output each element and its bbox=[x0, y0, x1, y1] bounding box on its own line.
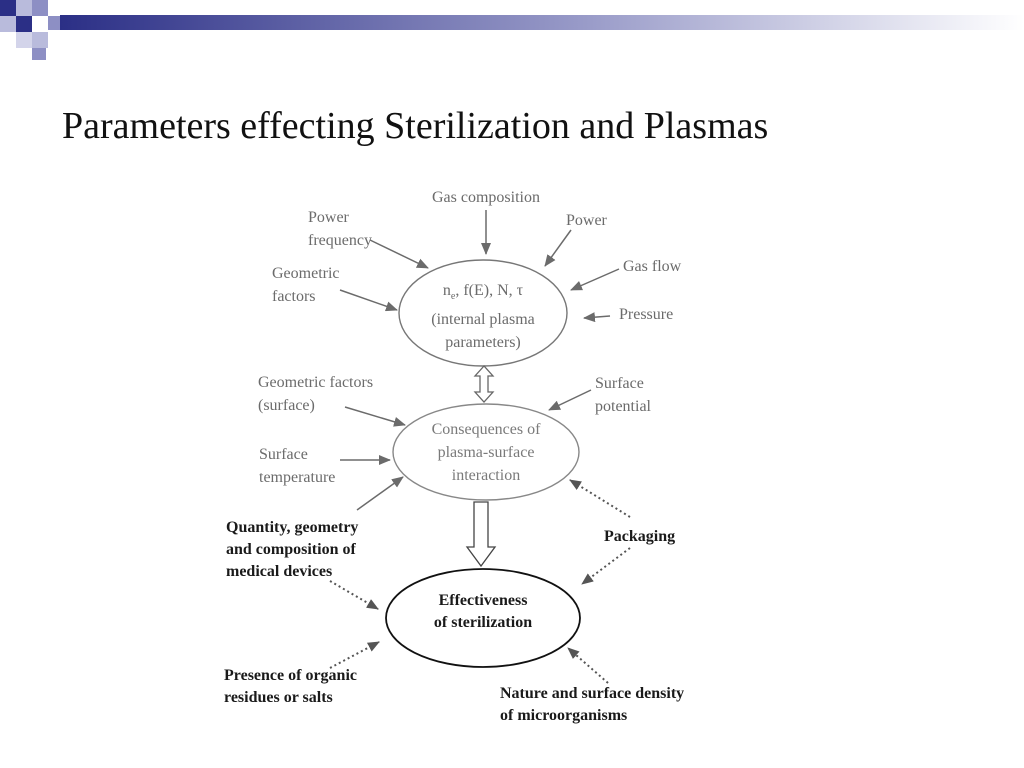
internal-plasma-label: ne, f(E), N, τ (internal plasma paramete… bbox=[431, 282, 535, 352]
gas-flow-label: Gas flow bbox=[623, 258, 682, 275]
surface-potential-label: Surface potential bbox=[595, 375, 651, 415]
sterilization-label: Effectiveness of sterilization bbox=[433, 592, 533, 631]
double-arrow-icon bbox=[473, 365, 495, 403]
pressure-label: Pressure bbox=[619, 306, 674, 323]
geometric-factors-label: Geometric factors bbox=[272, 265, 340, 305]
geometric-surface-label: Geometric factors (surface) bbox=[258, 374, 374, 414]
plasma-surface-label: Consequences of plasma-surface interacti… bbox=[431, 421, 541, 484]
sterilization-node bbox=[385, 568, 581, 668]
internal-plasma-node bbox=[398, 259, 568, 367]
dotted-arrows bbox=[329, 479, 631, 684]
packaging-label: Packaging bbox=[604, 528, 676, 545]
solid-arrows-top bbox=[339, 210, 620, 323]
power-label: Power bbox=[566, 212, 607, 229]
surface-temperature-label: Surface temperature bbox=[259, 446, 336, 486]
medical-devices-label: Quantity, geometry and composition of me… bbox=[226, 519, 359, 580]
plasma-surface-node bbox=[392, 403, 580, 501]
organic-residues-label: Presence of organic residues or salts bbox=[224, 667, 357, 706]
slide-title: Parameters effecting Sterilization and P… bbox=[62, 105, 769, 147]
header-decoration bbox=[0, 0, 1024, 60]
power-frequency-label: Power frequency bbox=[308, 209, 372, 249]
microorganisms-label: Nature and surface density of microorgan… bbox=[500, 685, 685, 724]
gas-composition-label: Gas composition bbox=[432, 189, 540, 206]
solid-arrows-middle bbox=[340, 389, 592, 511]
down-arrow-icon bbox=[465, 501, 497, 568]
